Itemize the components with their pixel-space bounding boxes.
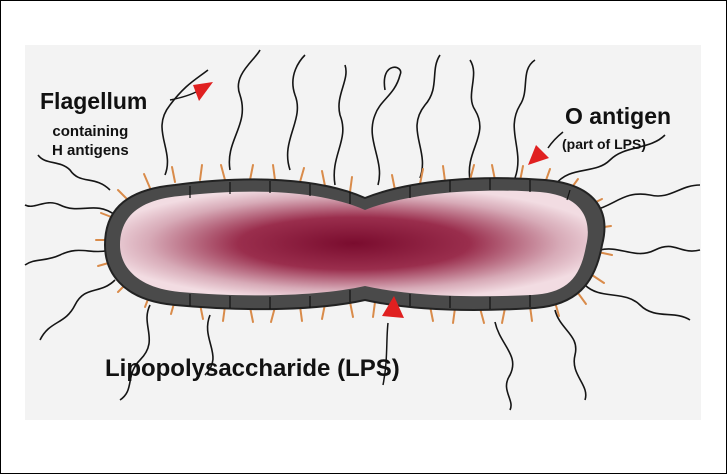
o-antigen-fiber bbox=[221, 165, 225, 180]
o-antigen-fiber bbox=[350, 302, 353, 317]
o-antigen-fiber bbox=[273, 165, 275, 180]
o-antigen-fiber bbox=[578, 293, 586, 304]
cytoplasm bbox=[120, 191, 588, 297]
o-antigen-fiber bbox=[300, 168, 304, 182]
o-antigen-fiber bbox=[200, 165, 202, 180]
o-antigen-sublabel: (part of LPS) bbox=[562, 136, 646, 152]
o-antigen-fiber bbox=[118, 190, 128, 200]
o-antigen-pointer bbox=[528, 132, 563, 165]
o-antigen-fiber bbox=[322, 171, 325, 186]
o-antigen-leader-line bbox=[548, 132, 563, 148]
flagellum-line bbox=[288, 55, 305, 170]
flagellum-line bbox=[495, 322, 513, 410]
flagellum-line bbox=[40, 280, 115, 340]
flagellum-label: Flagellum bbox=[40, 88, 147, 115]
flagellum-sublabel-line-1: containing bbox=[52, 122, 129, 141]
o-antigen-fiber bbox=[592, 275, 604, 283]
flagellum-line bbox=[120, 305, 150, 400]
flagellum-line bbox=[229, 50, 260, 170]
flagellum-line bbox=[25, 250, 110, 265]
lps-label: Lipopolysaccharide (LPS) bbox=[105, 355, 400, 383]
flagellum-arrow-icon bbox=[193, 82, 213, 101]
flagellum-sublabel: containing H antigens bbox=[52, 122, 129, 160]
flagellum-line bbox=[469, 60, 480, 180]
flagellum-line bbox=[417, 55, 440, 178]
o-antigen-arrow-icon bbox=[528, 145, 549, 165]
flagellum-line bbox=[600, 246, 700, 253]
o-antigen-label: O antigen bbox=[565, 103, 671, 130]
o-antigen-fiber bbox=[250, 165, 253, 180]
flagellum-leader-line bbox=[170, 92, 196, 100]
flagellum-line bbox=[334, 65, 346, 185]
flagellum-line bbox=[372, 67, 401, 185]
flagellum-line bbox=[38, 155, 110, 190]
flagellum-pointer bbox=[170, 82, 213, 101]
flagellum-line bbox=[555, 310, 586, 400]
flagellum-line bbox=[595, 185, 700, 210]
flagellum-line bbox=[585, 285, 690, 320]
o-antigen-fiber bbox=[144, 174, 150, 188]
o-antigen-fiber bbox=[443, 166, 445, 181]
o-antigen-fiber bbox=[373, 302, 375, 317]
flagellum-sublabel-line-2: H antigens bbox=[52, 141, 129, 160]
o-antigen-fiber bbox=[172, 167, 175, 182]
o-antigen-fiber bbox=[350, 177, 352, 192]
